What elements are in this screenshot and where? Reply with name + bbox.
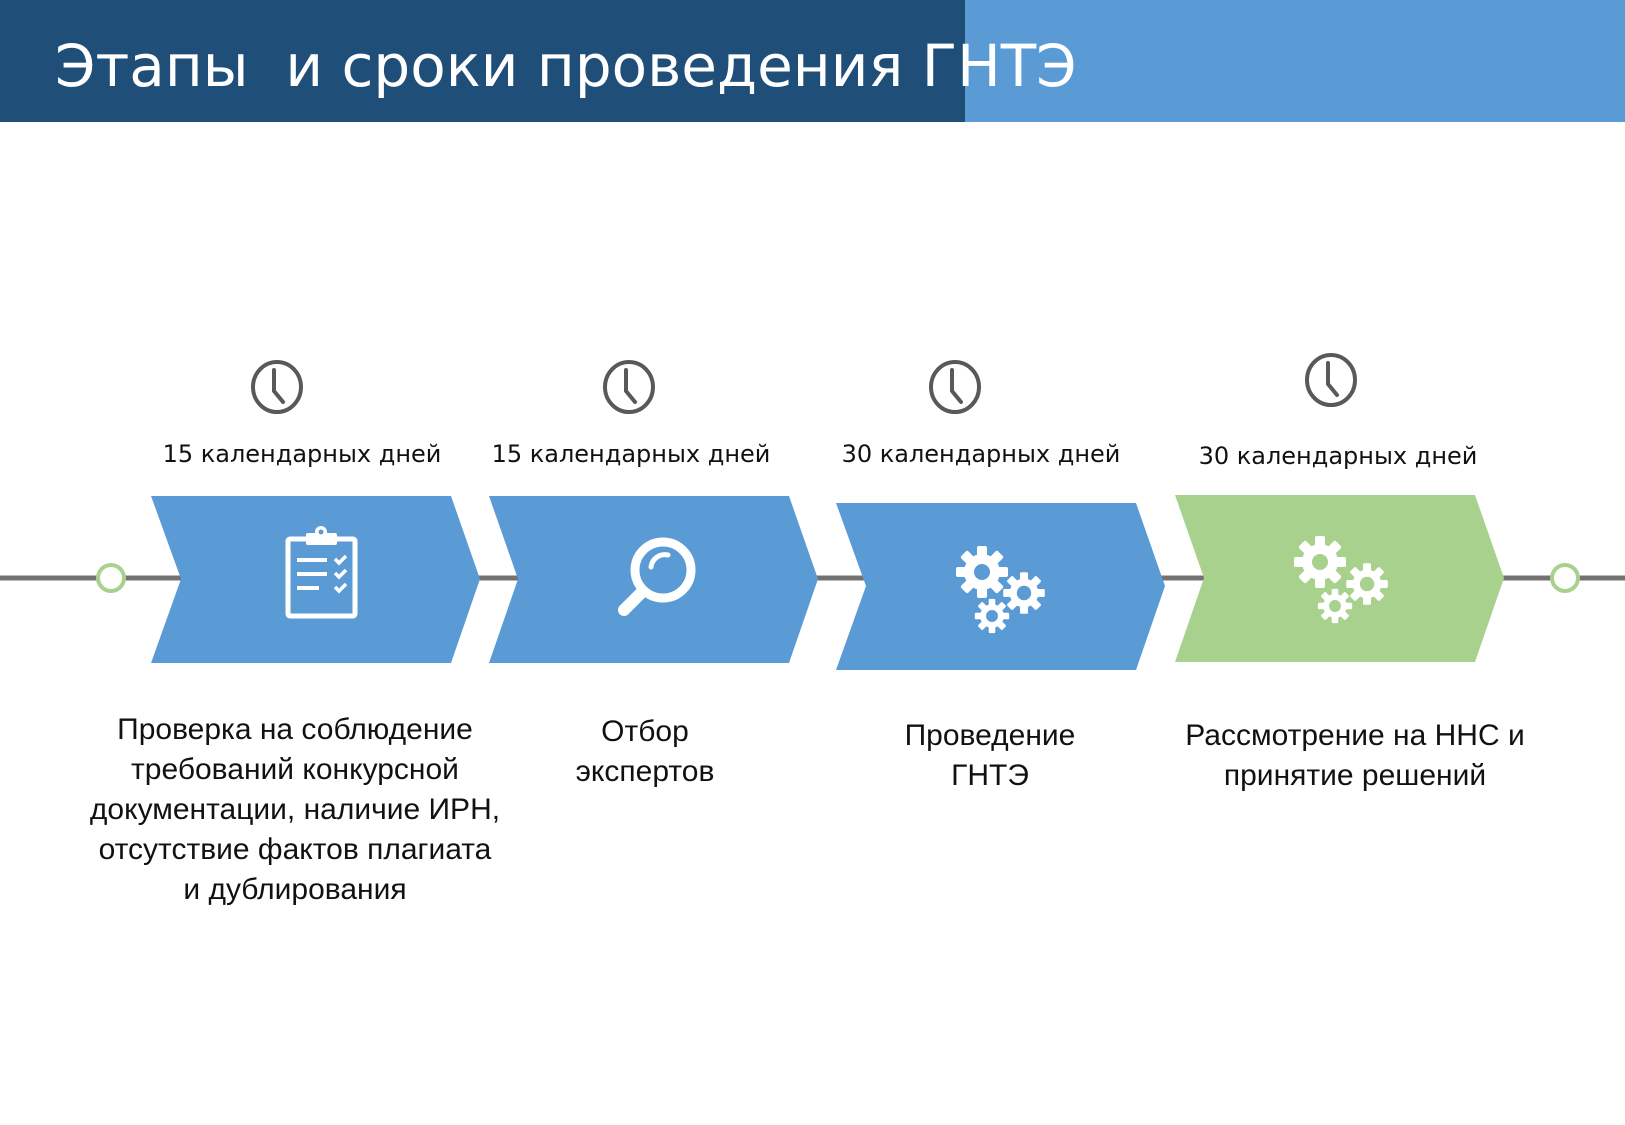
stage-2-chevron [489,496,818,663]
stage-1-chevron [151,496,480,663]
clipboard-checklist-icon [285,526,358,619]
header-dark-block [0,0,965,122]
gears-icon [1294,536,1388,624]
timeline-end-marker [1550,563,1580,593]
stage-3-description: Проведение ГНТЭ [904,719,1076,792]
stage-3-duration: 30 календарных дней [841,440,1121,468]
page-title: Этапы и сроки проведения ГНТЭ [55,32,1077,100]
header-bar: Этапы и сроки проведения ГНТЭ [0,0,1625,122]
stage-2-description: Отбор экспертов [575,715,715,788]
clock-icon [603,360,655,414]
stage-1-description: Проверка на соблюдение требований конкур… [89,713,501,906]
magnifier-icon [618,537,696,616]
stage-4-description: Рассмотрение на ННС и принятие решений [1185,719,1525,792]
stage-4-duration: 30 календарных дней [1198,442,1478,470]
gears-icon [956,546,1045,634]
clock-icon [1305,353,1357,407]
timeline-start-marker [96,563,126,593]
clock-icon [929,360,981,414]
stage-2-duration: 15 календарных дней [491,440,771,468]
stage-1-duration: 15 календарных дней [162,440,442,468]
clock-icon [251,360,303,414]
